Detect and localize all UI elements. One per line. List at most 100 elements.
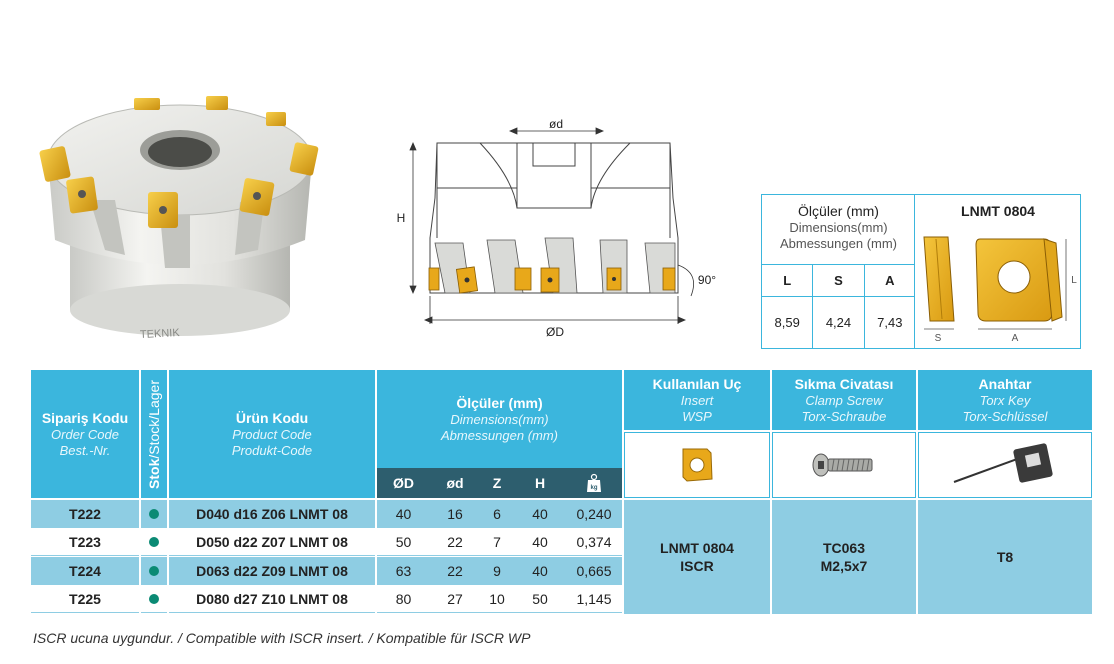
insert-icon: [682, 448, 713, 482]
key-header: Anahtar Torx Key Torx-Schlüssel: [918, 370, 1092, 430]
insert-value-1: LNMT 0804: [660, 540, 734, 556]
dimensions-header: Ölçüler (mm) Dimensions(mm) Abmessungen …: [377, 370, 622, 468]
stock-header-tr: Stok: [146, 458, 162, 489]
insert-header-en: Insert: [680, 392, 714, 408]
z-cell: 9: [480, 557, 514, 585]
angle-label: 90°: [698, 273, 716, 287]
dimensions-title-tr: Ölçüler (mm): [798, 203, 879, 219]
torx-key-icon: [953, 443, 1053, 483]
od-cell: 40: [377, 500, 430, 528]
bore-cell: 16: [430, 500, 480, 528]
dimensions-header-de: Abmessungen (mm): [440, 427, 559, 443]
bore-cell: 22: [430, 557, 480, 585]
screw-header-tr: Sıkma Civatası: [794, 375, 894, 392]
col-header-bore: ød: [430, 468, 480, 498]
product-code-header: Ürün Kodu Product Code Produkt-Code: [169, 370, 375, 498]
key-value: T8: [996, 549, 1014, 565]
h-cell: 40: [514, 500, 566, 528]
height-label: H: [397, 211, 406, 225]
stock-header-rest: /Stock/Lager: [146, 379, 162, 459]
insert-header-tr: Kullanılan Uç: [652, 375, 742, 392]
order-code-cell: T224: [31, 557, 139, 585]
weight-cell: 0,665: [566, 557, 622, 585]
milling-cutter-image: TEKNIK: [39, 96, 319, 341]
bore-cell: 27: [430, 585, 480, 613]
insert-name: LNMT 0804: [961, 203, 1035, 219]
in-stock-dot: [149, 536, 159, 547]
od-cell: 50: [377, 528, 430, 556]
product-code-cell: D063 d22 Z09 LNMT 08: [169, 557, 375, 585]
stock-cell: [141, 528, 167, 556]
order-code-cell: T223: [31, 528, 139, 556]
brand-engraving: TEKNIK: [140, 327, 181, 341]
screw-image-cell: [772, 432, 916, 498]
insert-drawing: S A L: [923, 236, 1077, 344]
dimensions-header-en: Dimensions(mm): [450, 411, 549, 427]
product-code-header-en: Product Code: [232, 426, 312, 442]
bore-cell: 22: [430, 528, 480, 556]
order-code-cell: T222: [31, 500, 139, 528]
screw-value-1: TC063: [822, 540, 866, 556]
z-cell: 6: [480, 500, 514, 528]
in-stock-dot: [149, 565, 159, 576]
product-code-header-de: Produkt-Code: [231, 442, 313, 458]
dimensions-header-row: L S A: [762, 265, 915, 297]
order-code-header-tr: Sipariş Kodu: [41, 409, 129, 426]
dimensions-value-row: 8,59 4,24 7,43: [762, 297, 915, 348]
screw-icon: [812, 453, 873, 477]
stock-header-label: Stok/Stock/Lager: [146, 380, 162, 489]
dim-value-s: 4,24: [813, 297, 865, 348]
product-code-cell: D040 d16 Z06 LNMT 08: [169, 500, 375, 528]
dim-value-l: 8,59: [762, 297, 814, 348]
insert-dim-l-label: L: [1071, 275, 1077, 286]
insert-header-de: WSP: [682, 408, 712, 424]
stock-cell: [141, 585, 167, 613]
z-cell: 7: [480, 528, 514, 556]
screw-header-de: Torx-Schraube: [801, 408, 887, 424]
dim-value-a: 7,43: [877, 315, 903, 330]
z-cell: 10: [480, 585, 514, 613]
order-code-header: Sipariş Kodu Order Code Best.-Nr.: [31, 370, 139, 498]
h-cell: 40: [514, 557, 566, 585]
product-code-cell: D050 d22 Z07 LNMT 08: [169, 528, 375, 556]
dimensions-title-en: Dimensions(mm): [789, 220, 888, 235]
col-header-h: H: [514, 468, 566, 498]
dimensions-title-de: Abmessungen (mm): [779, 236, 898, 251]
key-header-tr: Anahtar: [978, 375, 1032, 392]
dimensions-title: Ölçüler (mm) Dimensions(mm) Abmessungen …: [762, 195, 915, 265]
screw-header-en: Clamp Screw: [805, 392, 883, 408]
in-stock-dot: [149, 508, 159, 519]
product-table: Sipariş Kodu Order Code Best.-Nr. Stok/S…: [31, 370, 1092, 614]
insert-dimensions-box: Ölçüler (mm) Dimensions(mm) Abmessungen …: [761, 194, 1081, 349]
footnote: ISCR ucuna uygundur. / Compatible with I…: [33, 630, 531, 646]
weight-cell: 1,145: [566, 585, 622, 613]
insert-value-2: ISCR: [680, 558, 714, 574]
od-cell: 63: [377, 557, 430, 585]
dimensions-header-tr: Ölçüler (mm): [456, 394, 543, 411]
dim-header-a: A: [885, 273, 895, 288]
weight-cell: 0,374: [566, 528, 622, 556]
order-code-cell: T225: [31, 585, 139, 613]
insert-value-cell: LNMT 0804 ISCR: [624, 500, 770, 614]
product-code-cell: D080 d27 Z10 LNMT 08: [169, 585, 375, 613]
insert-header: Kullanılan Uç Insert WSP: [624, 370, 770, 430]
col-header-weight: kg: [566, 468, 622, 498]
dim-header-s: S: [813, 265, 865, 296]
stock-cell: [141, 500, 167, 528]
order-code-header-de: Best.-Nr.: [59, 442, 111, 458]
in-stock-dot: [149, 593, 159, 604]
weight-icon: kg: [587, 473, 601, 492]
insert-image-cell: [624, 432, 770, 498]
screw-value-cell: TC063 M2,5x7: [772, 500, 916, 614]
cutter-diameter-label: ØD: [546, 325, 564, 339]
dim-header-l: L: [762, 265, 814, 296]
key-header-en: Torx Key: [979, 392, 1031, 408]
key-header-de: Torx-Schlüssel: [962, 408, 1048, 424]
h-cell: 50: [514, 585, 566, 613]
stock-cell: [141, 557, 167, 585]
insert-dim-s-label: S: [935, 333, 942, 344]
weight-cell: 0,240: [566, 500, 622, 528]
od-cell: 80: [377, 585, 430, 613]
bore-diameter-label: ød: [549, 118, 563, 131]
key-image-cell: [918, 432, 1092, 498]
